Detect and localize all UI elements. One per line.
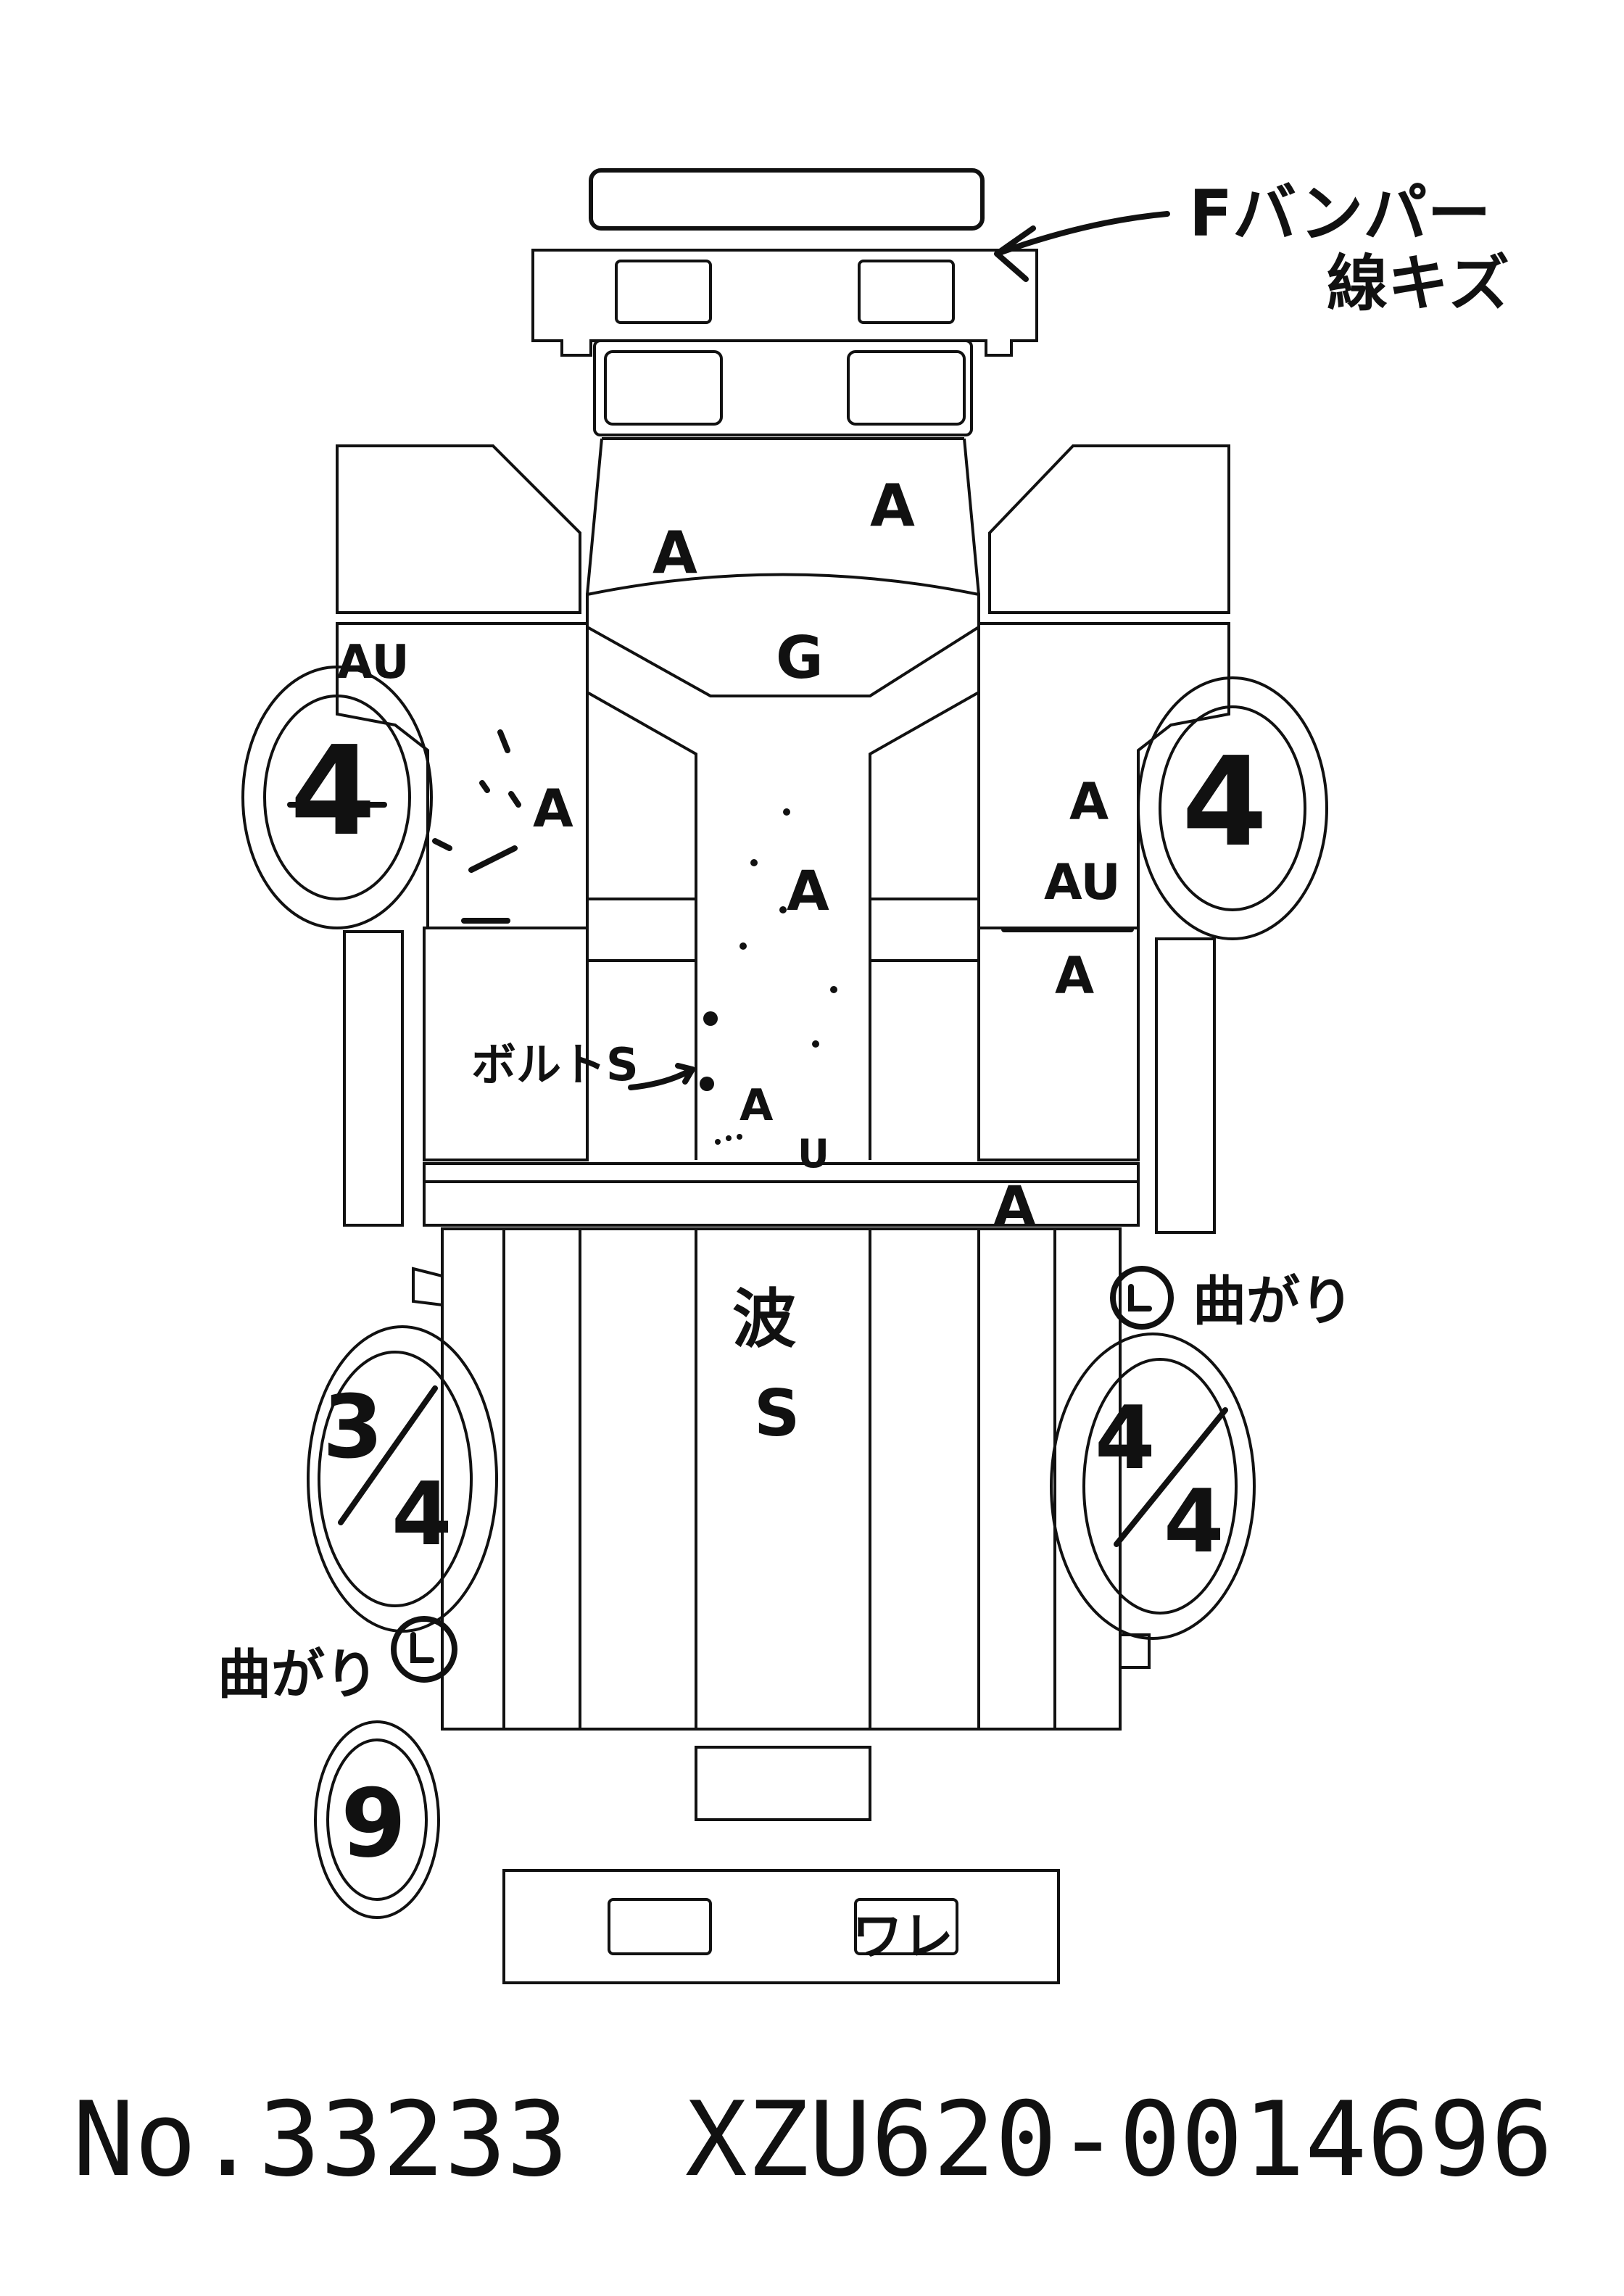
front-bumper-note-2: 線キズ [1327,248,1509,319]
left-side-panel [423,927,589,1161]
left-rear-note-label: 曲がり [218,1644,378,1706]
right-headlight [858,260,955,324]
left-door-upper-label: AU [337,636,410,689]
vehicle-diagram [241,168,1328,1984]
rear-bumper-note-label: ワレ [852,1907,953,1966]
right-rear-note-label: 曲がり [1193,1270,1354,1333]
tire-spare-grade: 9 [341,1768,406,1878]
windshield-label: G [776,624,824,692]
cab-front-frame [593,339,973,436]
tire-spare [314,1720,440,1919]
left-rear-circle-mark [410,1632,434,1663]
tire-rear-right-denominator: 4 [1164,1472,1225,1572]
floor-center-outline [587,691,979,1160]
crossbar-label: A [993,1174,1036,1238]
bumper-arrow [994,211,1170,282]
left-side-step [343,930,404,1227]
rear-right-fraction-slash [1114,1407,1228,1547]
tire-rear-left-denominator: 4 [392,1464,452,1565]
right-rear-circle [1110,1266,1174,1330]
left-fog-lamp [604,350,723,426]
tire-rear-right-numerator: 4 [1095,1388,1156,1489]
left-door-scratches [432,729,521,924]
rear-lamp-right [854,1898,958,1955]
windshield-outline [586,573,980,697]
front-bumper [589,168,985,231]
floor-lower-label-2: U [798,1131,829,1177]
cargo-bed [441,1227,1122,1731]
floor-center-label: A [787,858,829,923]
trailer-hitch [695,1746,871,1821]
right-fender-tab [1119,1633,1151,1669]
right-door-label-3: A [1055,946,1094,1006]
rear-left-fraction-slash [338,1385,438,1525]
tire-grades: 4 4 3 4 4 4 9 [290,720,1267,1878]
right-rear-circle-mark [1128,1284,1152,1311]
handwritten-marks [287,211,1228,1683]
tire-rear-left-numerator: 3 [323,1377,384,1478]
left-fender-tab [412,1267,444,1307]
bolt-arrow [628,1063,695,1090]
front-grille-panel [531,249,1038,357]
tire-rear-right [1050,1333,1256,1640]
right-side-step [1155,937,1216,1234]
left-mirror-housing [336,444,581,614]
right-door-label-1: A [1069,772,1109,832]
tire-front-right-grade: 4 [1182,731,1267,874]
left-rear-circle [391,1616,457,1683]
floor-dent-dots [700,808,837,1145]
cab-roof-right-label: A [870,472,915,539]
tire-front-left [241,666,433,929]
tire-front-right [1137,676,1328,940]
sheet-number: No.33233 [72,2080,568,2200]
footer: No.33233 XZU620-0014696 [72,2080,1553,2200]
annotation-labels: Fバンパー 線キズ A A G AU A A A AU A ボルトS A U A… [218,176,1509,1966]
front-bumper-note-1: Fバンパー [1189,176,1491,251]
right-fog-lamp [847,350,966,426]
left-door-label: A [533,778,573,839]
cab-roof-left-label: A [652,519,697,587]
right-door-label-2: AU [1044,854,1121,911]
bolt-note-label: ボルトS [471,1038,639,1091]
right-door-panel [977,622,1230,929]
crossbar [423,1162,1140,1227]
rear-lamp-left [608,1898,712,1955]
tire-front-left-grade: 4 [290,720,376,863]
right-mirror-housing [988,444,1230,614]
bed-note-label-2: S [754,1376,800,1451]
bed-note-label-1: 波 [732,1282,796,1356]
vin-number: XZU620-0014696 [685,2080,1553,2200]
left-headlight [615,260,712,324]
rear-bumper [502,1869,1060,1984]
floor-lower-label-1: A [740,1080,774,1131]
